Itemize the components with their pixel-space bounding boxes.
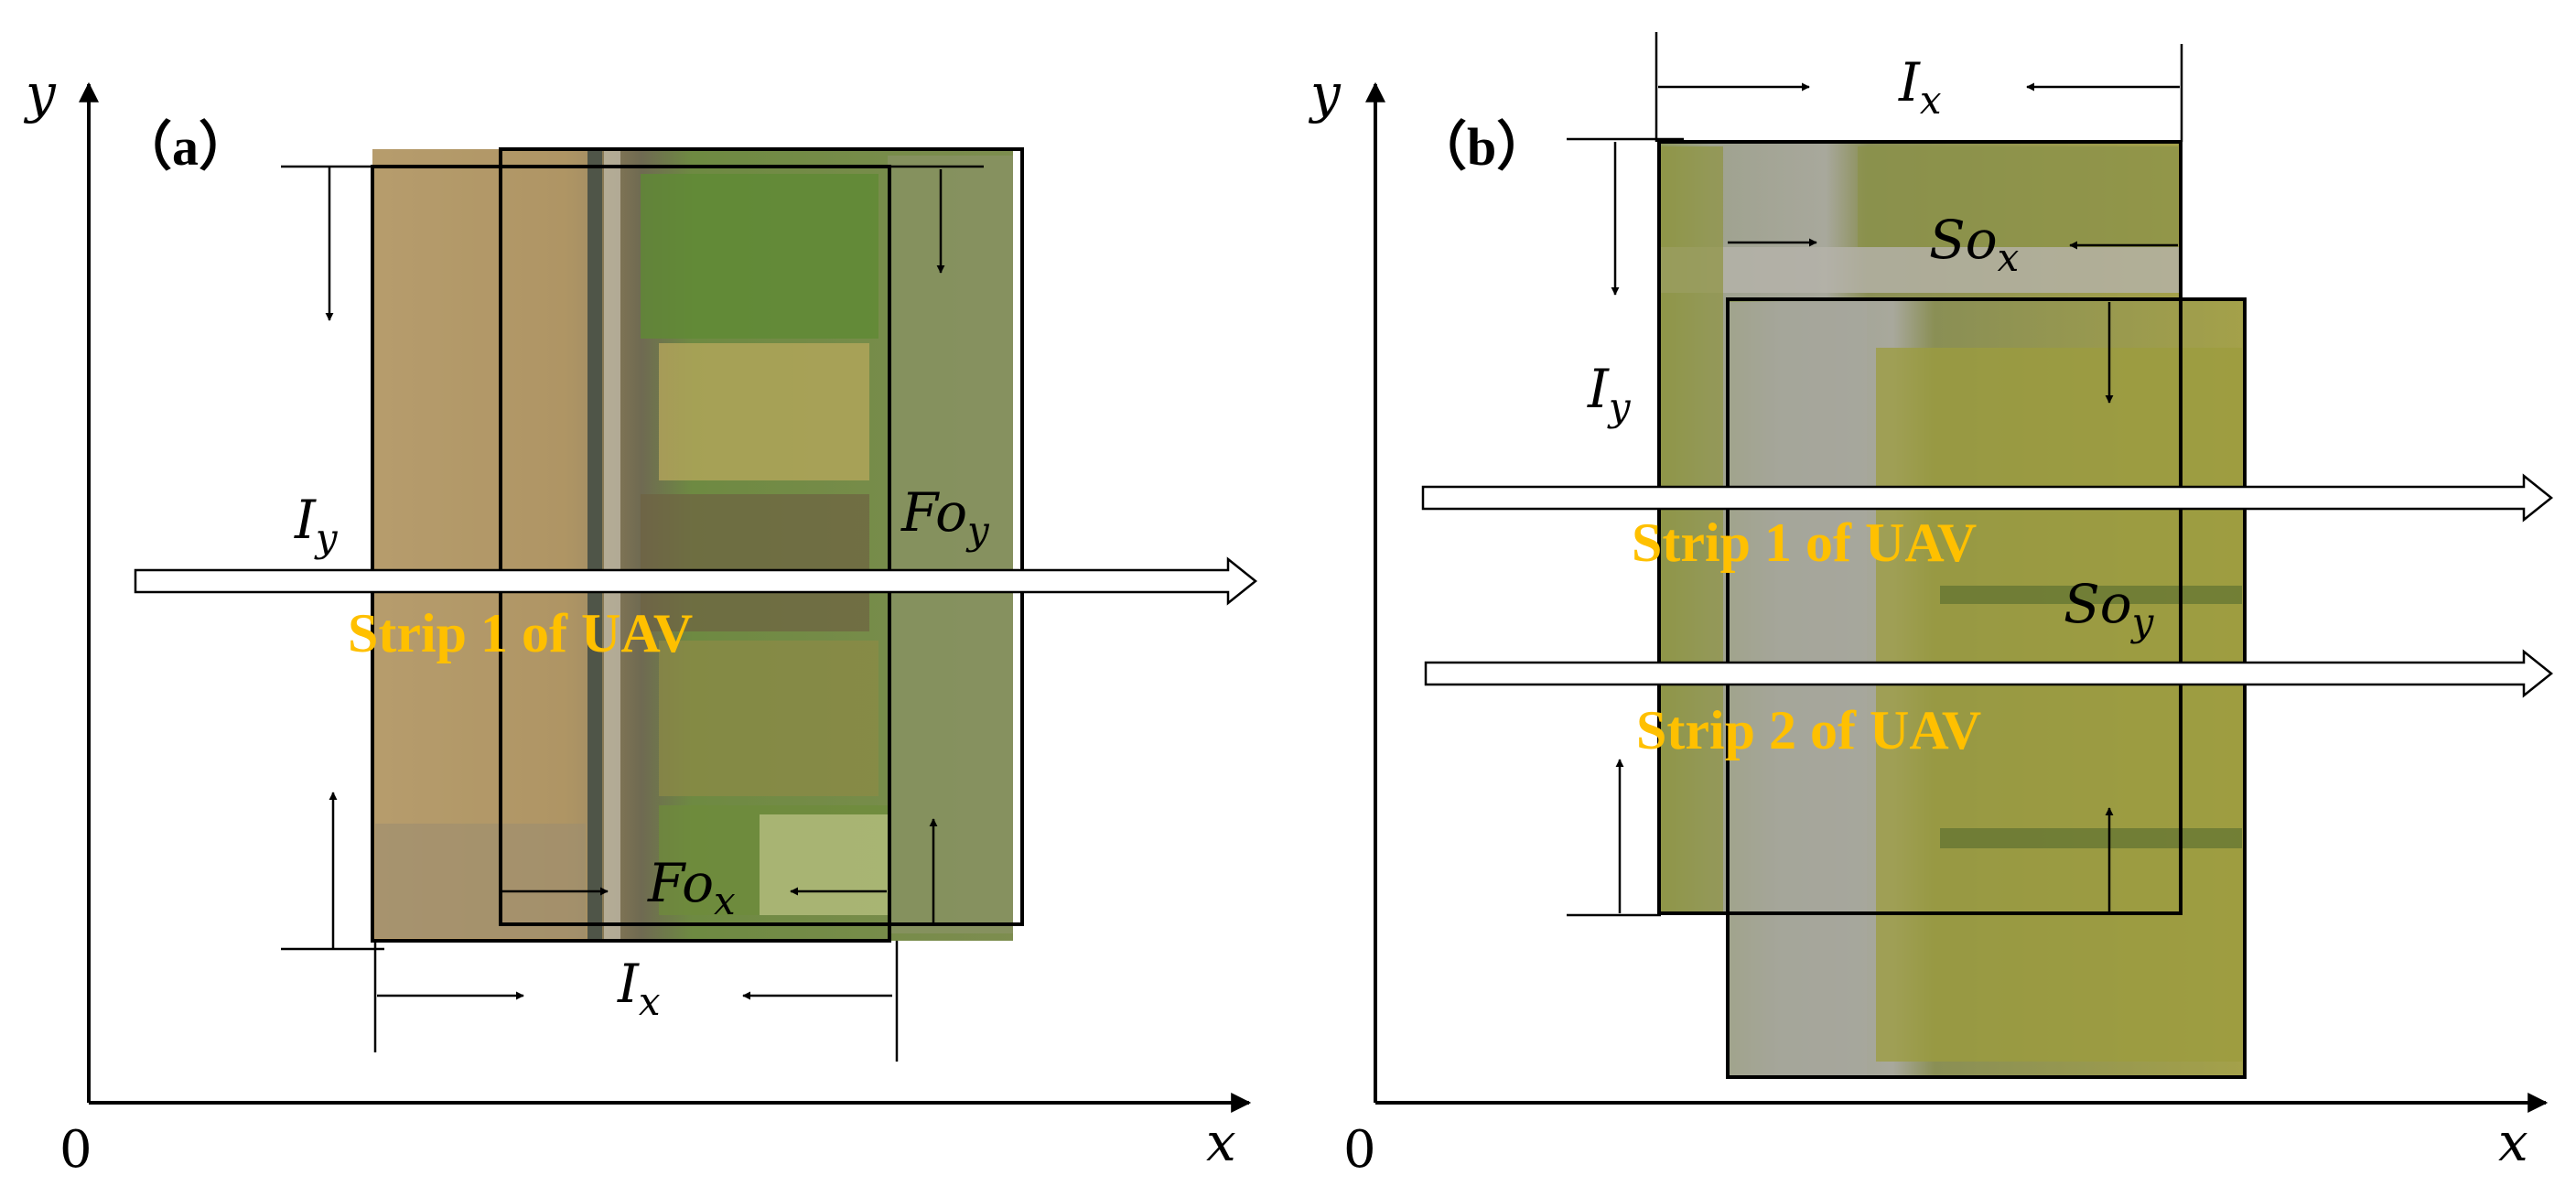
panel-a: y x 0 （a） Iy: [23, 62, 1258, 1180]
panel-a-foy-label: Foy: [900, 481, 990, 553]
panel-a-ix-label: Ix: [617, 953, 661, 1024]
panel-b-y-axis-label: y: [1308, 62, 1342, 124]
panel-a-iy-label: Iy: [294, 489, 339, 560]
panel-b-soy-label: Soy: [2064, 573, 2155, 644]
panel-b-strip-2-arrow: [1424, 649, 2554, 698]
panel-b-iy-label: Iy: [1587, 358, 1632, 429]
panel-b-origin-label: 0: [1343, 1120, 1376, 1180]
panel-b-strip-1-label: Strip 1 of UAV: [1632, 512, 1977, 573]
panel-a-aerial-image: [372, 149, 1013, 941]
panel-b-sox-label: Sox: [1929, 209, 2020, 280]
panel-b-x-axis-label: x: [2498, 1111, 2528, 1173]
panel-b-image-frame-2: [1726, 297, 2247, 1079]
panel-b: y x 0 （b） Ix Iy: [1308, 32, 2554, 1180]
panel-a-origin-label: 0: [59, 1120, 92, 1180]
panel-b-strip-2-label: Strip 2 of UAV: [1636, 700, 1981, 760]
panel-b-label: （b）: [1414, 117, 1549, 177]
panel-a-label: （a）: [119, 117, 252, 177]
panel-a-strip-1-label: Strip 1 of UAV: [348, 603, 693, 663]
panel-a-image-frame-1: [371, 165, 891, 943]
panel-a-y-axis-label: y: [23, 62, 57, 124]
panel-b-aerial-image: [1659, 142, 2245, 1077]
panel-b-ix-label: Ix: [1898, 51, 1942, 123]
panel-a-strip-1-arrow: [134, 556, 1258, 606]
panel-a-fox-label: Fox: [647, 852, 736, 923]
panel-b-strip-1-arrow: [1421, 473, 2554, 523]
panel-a-image-frame-2: [499, 147, 1024, 926]
panel-a-x-axis-label: x: [1206, 1111, 1236, 1173]
panel-b-image-frame-1: [1657, 140, 2183, 915]
